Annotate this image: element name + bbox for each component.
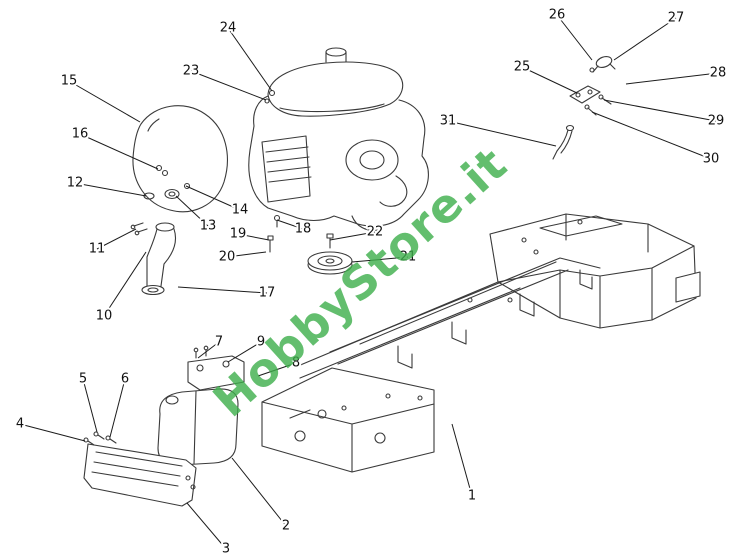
leader-line (103, 251, 147, 317)
leader-line (19, 423, 86, 442)
pulley (307, 233, 353, 275)
callout-label: 5 (79, 372, 87, 387)
fuel-valve-parts (552, 56, 616, 160)
callout-label: 6 (121, 372, 129, 387)
callout-label: 15 (61, 74, 78, 89)
leader-line (226, 251, 267, 258)
exhaust-pipe (141, 222, 177, 296)
callout-label: 13 (200, 219, 217, 234)
leader-line (79, 133, 159, 170)
callout-label: 31 (440, 114, 457, 129)
exhaust-gasket (143, 182, 191, 200)
callout-label: 9 (257, 335, 265, 350)
leader-line (231, 457, 287, 527)
callout-label: 14 (232, 203, 249, 218)
heat-shield (132, 105, 228, 213)
leader-line (82, 378, 98, 433)
leader-line (603, 99, 717, 122)
leader-line (521, 66, 578, 94)
leader-line (197, 341, 220, 359)
leader-line (257, 362, 297, 377)
leader-line (185, 185, 241, 211)
leader-line (177, 286, 268, 294)
leader-line (237, 233, 270, 241)
leader-line (96, 228, 137, 250)
callout-label: 20 (219, 250, 236, 265)
callout-label: 28 (710, 66, 727, 81)
callout-label: 17 (259, 286, 276, 301)
callout-label: 27 (668, 11, 685, 26)
mount-screws (130, 222, 148, 236)
callout-label: 10 (96, 309, 113, 324)
leader-line (351, 256, 409, 263)
callout-label: 1 (468, 489, 476, 504)
leader-line (276, 219, 304, 230)
leader-line (591, 111, 712, 160)
leader-line (109, 378, 126, 438)
callout-label: 29 (708, 114, 725, 129)
callout-label: 16 (72, 127, 89, 142)
callout-label: 2 (282, 519, 290, 534)
leader-line (227, 27, 273, 92)
leader-line (227, 341, 262, 363)
small-screws (267, 214, 281, 253)
callout-label: 22 (367, 225, 384, 240)
leader-line (556, 14, 593, 61)
callout-label: 26 (549, 8, 566, 23)
callout-label: 21 (400, 250, 417, 265)
callout-label: 19 (230, 227, 247, 242)
engine (248, 47, 429, 231)
leader-line (625, 72, 719, 85)
callout-label: 3 (222, 542, 230, 557)
leader-line (68, 80, 141, 123)
callout-label: 25 (514, 60, 531, 75)
callout-label: 24 (220, 21, 237, 36)
leader-line (329, 231, 376, 241)
callout-label: 8 (292, 356, 300, 371)
leader-line (186, 502, 227, 550)
callout-label: 4 (16, 417, 24, 432)
leader-line (74, 182, 147, 197)
callout-label: 11 (89, 242, 106, 257)
leader-line (190, 70, 267, 101)
callout-label: 23 (183, 64, 200, 79)
leader-line (175, 195, 209, 227)
callout-label: 12 (67, 176, 84, 191)
leader-line (613, 17, 677, 61)
callout-label: 7 (215, 335, 223, 350)
chassis-frame (261, 213, 701, 473)
bumper (83, 431, 197, 507)
mount-bracket (187, 345, 245, 391)
leader-line (451, 423, 473, 497)
fuel-tank (157, 388, 239, 466)
callout-label: 30 (703, 152, 720, 167)
callout-label: 18 (295, 222, 312, 237)
leader-line (447, 120, 557, 147)
